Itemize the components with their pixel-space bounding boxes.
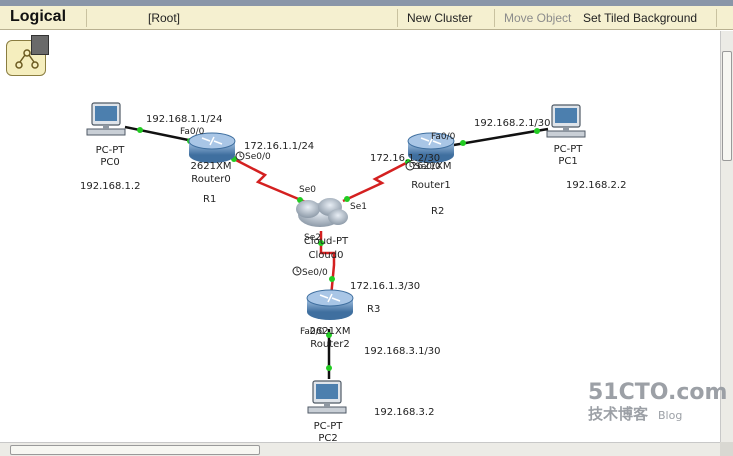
logical-view-navigation-icon[interactable] (6, 35, 49, 76)
router2-device[interactable]: 2621XM Router2 (306, 289, 354, 350)
watermark-logo: 51CTO.com 技术博客 Blog (588, 380, 727, 424)
r1-wan-ip-label: 172.16.1.2/30 (370, 153, 440, 164)
scrollbar-corner (720, 442, 733, 456)
cloud0-name-label: Cloud0 (309, 250, 344, 261)
r3-wan-ip-label: 172.16.1.3/30 (350, 281, 420, 292)
horizontal-scrollbar-thumb[interactable] (10, 445, 260, 455)
ethernet-link-router2-pc2[interactable] (326, 329, 332, 379)
vertical-scrollbar[interactable] (720, 31, 733, 442)
cloud-se2-port-label: Se2 (304, 233, 321, 243)
router1-device[interactable]: 2621XM Router1 (407, 132, 455, 191)
router-icon (407, 132, 455, 163)
cloud0-device[interactable]: Cloud-PT Cloud0 (296, 198, 349, 261)
new-cluster-button[interactable]: New Cluster (407, 11, 473, 25)
cloud-se1-port-label: Se1 (350, 202, 367, 212)
router2-model-label: 2621XM (310, 326, 351, 337)
router0-se-port-label: Se0/0 (245, 152, 271, 162)
move-object-button[interactable]: Move Object (504, 11, 572, 25)
serial-link-router1-cloud0[interactable] (342, 159, 411, 203)
root-breadcrumb[interactable]: [Root] (148, 11, 181, 25)
pc2-ip-label: 192.168.3.2 (374, 407, 434, 418)
router1-se-port-label: Se0/0 (415, 162, 441, 172)
pc1-ip-label: 192.168.2.2 (566, 180, 626, 191)
router0-device[interactable]: 2621XM Router0 (188, 132, 236, 185)
cloud-icon (296, 198, 348, 227)
r0-lan-ip-label: 192.168.1.1/24 (146, 114, 223, 125)
toolbar-separator (86, 9, 87, 27)
pc1-name-label: PC1 (558, 156, 577, 167)
set-tiled-background-button[interactable]: Set Tiled Background (583, 11, 698, 25)
toolbar-separator (716, 9, 717, 27)
router1-model-label: 2621XM (411, 161, 452, 172)
pc1-type-label: PC-PT (554, 144, 584, 155)
clock-icon (292, 266, 302, 276)
horizontal-scrollbar[interactable] (0, 442, 720, 456)
router0-fa-port-label: Fa0/0 (180, 127, 205, 137)
pc2-type-label: PC-PT (314, 421, 344, 432)
workspace-toolbar: Logical [Root] New Cluster Move Object S… (0, 6, 733, 30)
logical-workspace-label: Logical (10, 8, 67, 25)
topology-icon (15, 49, 39, 69)
r3-lan-ip-label: 192.168.3.1/30 (364, 346, 441, 357)
clock-icon (235, 151, 245, 161)
watermark-tagline: 技术博客 (588, 405, 649, 423)
logical-workspace-canvas[interactable]: PC-PT PC0 PC-PT PC1 PC-PT PC2 26 (0, 31, 720, 444)
pc1-device[interactable]: PC-PT PC1 (546, 104, 586, 167)
pc0-name-label: PC0 (100, 157, 119, 168)
pc0-device[interactable]: PC-PT PC0 (86, 102, 126, 168)
pc-icon (307, 380, 347, 414)
router2-name-label: Router2 (310, 339, 350, 350)
router1-fa-port-label: Fa0/0 (431, 132, 456, 142)
pc2-name-label: PC2 (318, 433, 337, 442)
pc0-type-label: PC-PT (96, 145, 126, 156)
ethernet-link-router1-pc1[interactable] (447, 127, 549, 148)
router-icon (306, 289, 354, 320)
r2-annotation: R2 (431, 206, 444, 217)
pc-icon (546, 104, 586, 138)
serial-link-cloud0-router2[interactable] (318, 231, 336, 298)
topology-diagram: PC-PT PC0 PC-PT PC1 PC-PT PC2 26 (80, 102, 626, 444)
r1-lan-ip-label: 192.168.2.1/30 (474, 118, 551, 129)
vertical-scrollbar-thumb[interactable] (722, 51, 732, 161)
watermark-site: 51CTO.com (588, 380, 728, 405)
router2-se-port-label: Se0/0 (302, 268, 328, 278)
toolbar-separator (397, 9, 398, 27)
clock-icon (405, 161, 415, 171)
toolbar-separator (494, 9, 495, 27)
pc2-device[interactable]: PC-PT PC2 (307, 380, 347, 444)
router2-fa-port-label: Fa0/0 (300, 327, 325, 337)
router1-name-label: Router1 (411, 180, 451, 191)
serial-link-router0-cloud0[interactable] (231, 156, 309, 205)
workspace-stack-icon (31, 35, 49, 55)
router0-model-label: 2621XM (191, 161, 232, 172)
r0-wan-ip-label: 172.16.1.1/24 (244, 141, 314, 152)
pc-icon (86, 102, 126, 136)
pc0-ip-label: 192.168.1.2 (80, 181, 140, 192)
watermark-blog: Blog (658, 409, 683, 422)
r1-annotation: R1 (203, 194, 216, 205)
router0-name-label: Router0 (191, 174, 231, 185)
cloud0-type-label: Cloud-PT (304, 236, 349, 247)
router-icon (188, 132, 236, 163)
window-top-strip (0, 0, 733, 6)
r3-annotation: R3 (367, 304, 380, 315)
cloud-se0-port-label: Se0 (299, 185, 316, 195)
